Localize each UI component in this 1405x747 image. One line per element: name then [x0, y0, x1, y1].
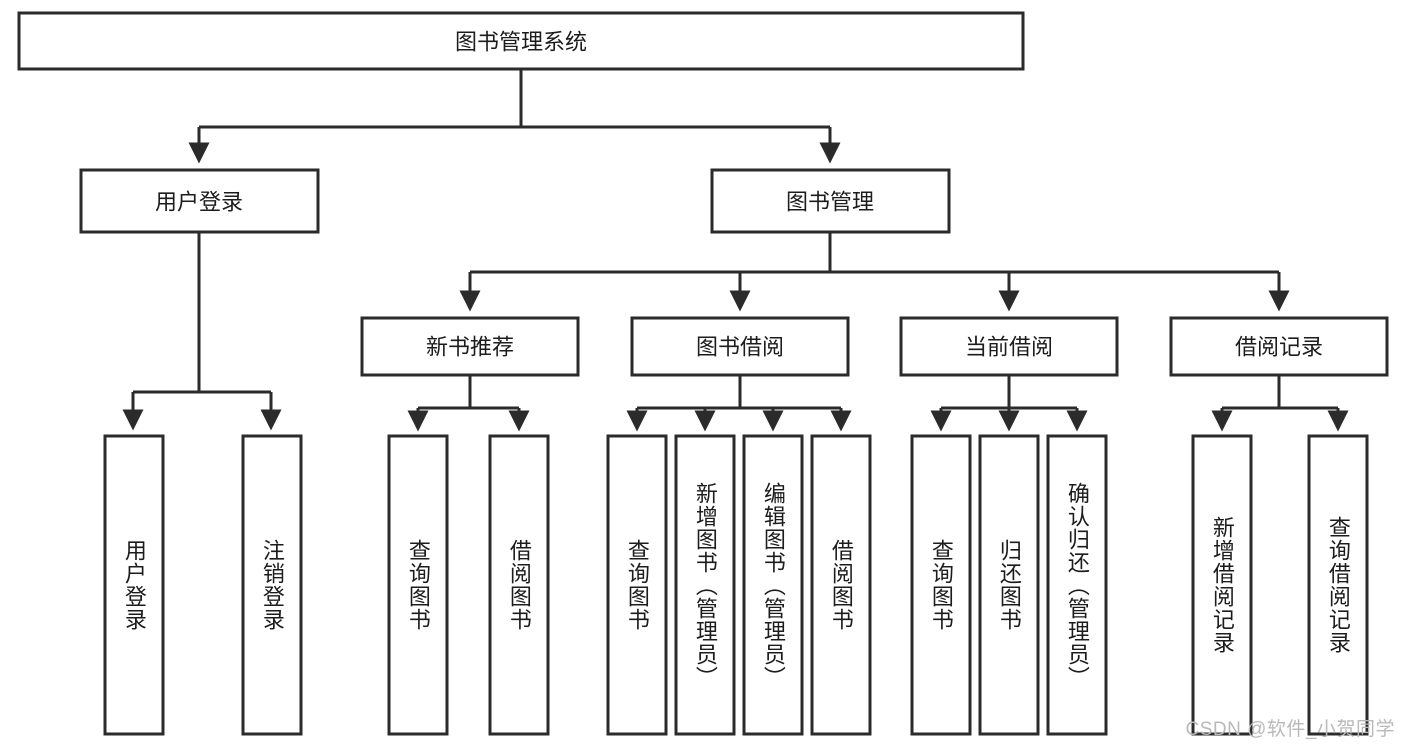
leaf-box-confirm-return[interactable]	[1046, 434, 1108, 736]
leaf-box-query-record[interactable]	[1307, 434, 1369, 736]
node-new-book-recommend[interactable]: 新书推荐	[360, 316, 580, 377]
node-current-borrow-label: 当前借阅	[965, 335, 1053, 360]
leaf-box-query-book-2[interactable]	[606, 434, 668, 736]
connector-userlogin-to-leaves	[122, 233, 282, 431]
leaf-box-return-book[interactable]	[978, 434, 1040, 736]
leaf-box-query-book-1[interactable]	[387, 434, 449, 736]
node-borrow-record[interactable]: 借阅记录	[1169, 316, 1389, 377]
csdn-watermark: CSDN @软件_小贺同学	[1185, 719, 1395, 740]
node-user-login-label: 用户登录	[155, 190, 243, 215]
leaf-box-edit-book[interactable]	[742, 434, 804, 736]
leaf-box-borrow-book-1[interactable]	[488, 434, 550, 736]
node-book-manage[interactable]: 图书管理	[710, 168, 951, 234]
connector-borrowrecord-to-leaves	[1211, 375, 1349, 432]
node-book-borrow[interactable]: 图书借阅	[630, 316, 850, 377]
node-root-label: 图书管理系统	[455, 30, 587, 55]
connector-root-to-level2	[188, 69, 841, 164]
node-book-manage-label: 图书管理	[786, 190, 874, 215]
node-borrow-record-label: 借阅记录	[1235, 335, 1323, 360]
node-current-borrow[interactable]: 当前借阅	[899, 316, 1119, 377]
leaf-box-user-login[interactable]	[103, 434, 165, 736]
leaf-box-borrow-book-2[interactable]	[810, 434, 872, 736]
connector-newbook-to-leaves	[407, 375, 530, 432]
node-root[interactable]: 图书管理系统	[17, 11, 1025, 71]
connector-bookmanage-to-level3	[459, 233, 1290, 312]
node-new-book-recommend-label: 新书推荐	[426, 335, 514, 360]
leaf-box-add-record[interactable]	[1191, 434, 1253, 736]
node-user-login[interactable]: 用户登录	[79, 168, 320, 234]
leaf-box-add-book[interactable]	[674, 434, 736, 736]
connector-bookborrow-to-leaves	[626, 375, 852, 432]
leaf-box-logout-login[interactable]	[241, 434, 303, 736]
leaf-box-query-book-3[interactable]	[910, 434, 972, 736]
connector-currentborrow-to-leaves	[930, 375, 1088, 432]
node-book-borrow-label: 图书借阅	[696, 335, 784, 360]
